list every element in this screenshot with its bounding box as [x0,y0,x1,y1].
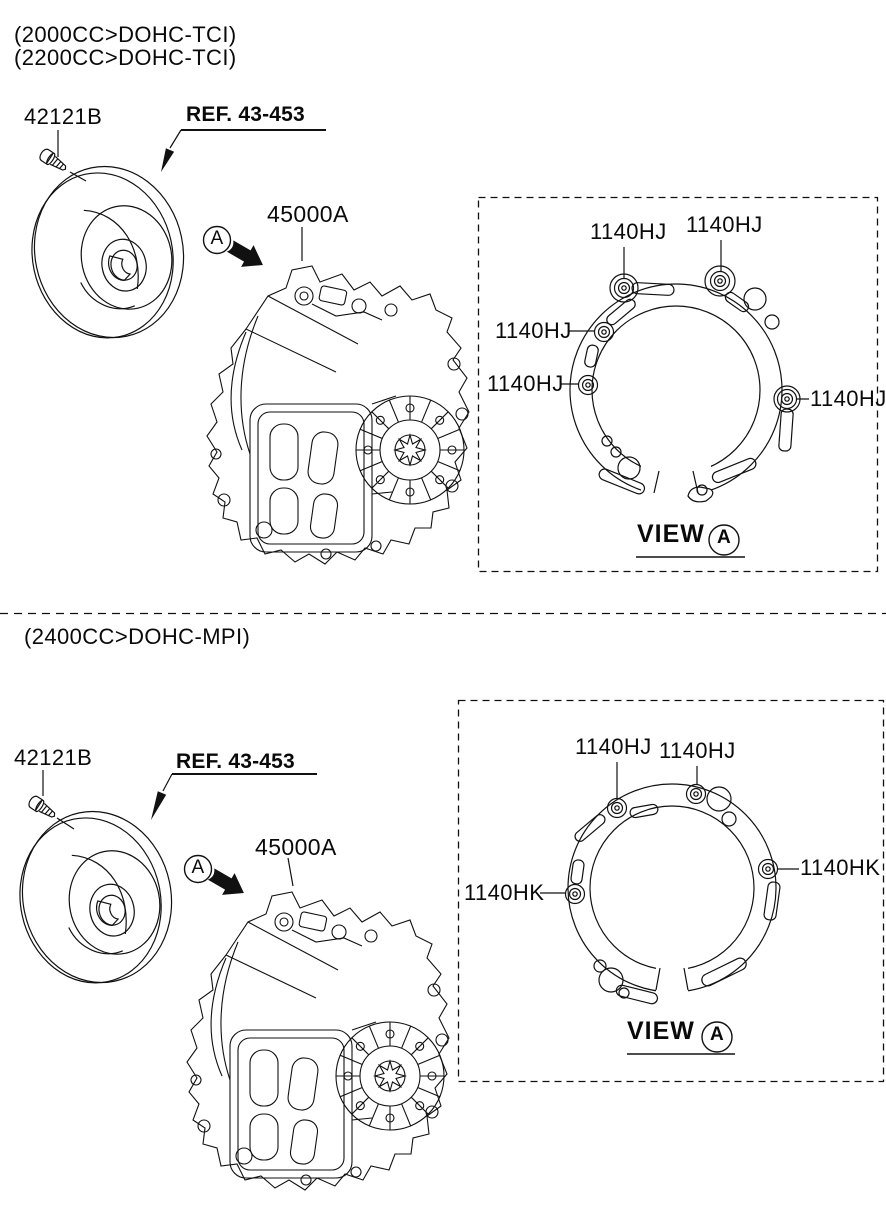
gasket-leaders-2 [540,762,799,894]
ref-callout[interactable]: REF. 43-453 [186,103,305,126]
view-marker-circle-2 [701,1021,733,1053]
bolt-42121b-icon-1 [37,146,70,175]
part-number-42121b: 42121B [24,104,103,129]
leader-lines-1 [57,129,326,261]
gasket-view-1 [569,265,801,503]
torque-converter-2 [3,796,188,998]
transaxle-assembly-1 [206,265,470,565]
ref-callout[interactable]: REF. 43-453 [176,750,295,773]
part-number-45000a: 45000A [267,201,349,227]
engine-variant-label: (2400CC>DOHC-MPI) [24,624,251,649]
detail-marker-circle-2 [183,854,213,884]
view-marker-letter: A [716,527,732,548]
gasket-bolt-label: 1140HJ [810,386,886,411]
torque-converter-1 [15,151,200,353]
gasket-bolt-label: 1140HK [800,855,881,880]
leader-lines-2 [42,770,317,887]
gasket-bolt-label: 1140HK [464,880,545,905]
view-caption: VIEW [637,520,705,548]
gasket-leaders-1 [560,240,809,400]
section-2-art [3,699,885,1191]
bolt-42121b-icon-2 [26,793,59,822]
engine-variant-label: (2000CC>DOHC-TCI) [14,22,237,47]
gasket-bolt-label: 1140HJ [575,734,652,759]
gasket-view-2 [564,783,781,1005]
transaxle-assembly-2 [186,891,450,1191]
gasket-bolt-label: 1140HJ [686,212,763,237]
gasket-bolt-label: 1140HJ [659,738,736,763]
gasket-bolt-label: 1140HJ [487,371,564,396]
detail-marker-letter: A [210,228,224,249]
view-marker-circle-1 [708,524,740,556]
detail-marker-letter: A [191,857,205,878]
gasket-bolt-label: 1140HJ [590,219,667,244]
section-1-art [15,129,879,573]
view-a-detail-box-2 [457,699,885,1083]
engine-variant-label: (2200CC>DOHC-TCI) [14,45,237,70]
view-a-detail-box-1 [477,196,879,573]
view-caption: VIEW [627,1017,695,1045]
view-marker-letter: A [709,1024,725,1045]
detail-marker-circle-1 [202,225,232,255]
gasket-bolt-label: 1140HJ [495,318,572,343]
part-number-45000a: 45000A [255,834,337,860]
part-number-42121b: 42121B [14,745,93,770]
